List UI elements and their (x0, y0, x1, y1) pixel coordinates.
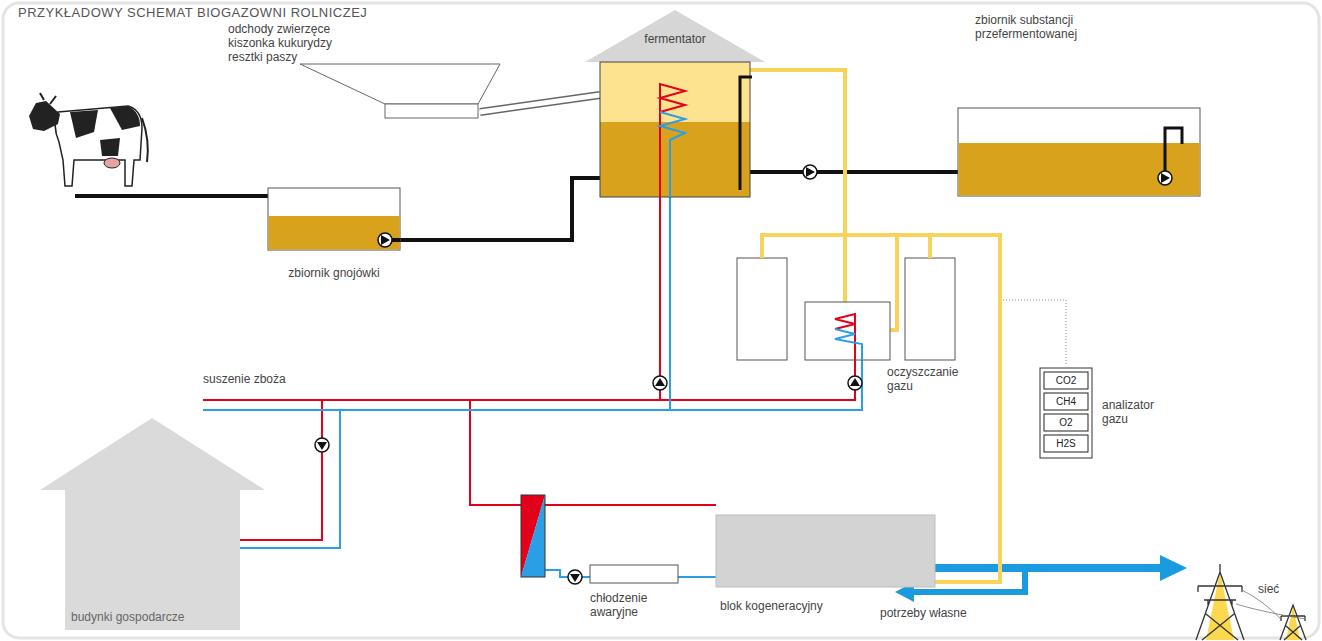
fermenter-tank-outline (600, 62, 750, 197)
connector-line (678, 576, 716, 578)
emergency-cooler-outline (590, 565, 678, 583)
feed-conveyor (480, 95, 600, 112)
node-label: zbiornik gnojówki (258, 266, 410, 280)
fermenter-tank: fermentator (600, 62, 750, 197)
node-label: odchody zwierzęce kiszonka kukurydzy res… (228, 22, 358, 64)
cow-illustration (29, 93, 148, 186)
analyzer-cell-label: O2 (1044, 415, 1088, 430)
manure-pipe (75, 194, 268, 198)
farm-building-outline (65, 490, 240, 630)
analyzer-cell: O2 (1044, 414, 1088, 431)
node-label: fermentator (590, 32, 760, 46)
line-label: suszenie zboża (203, 372, 343, 386)
connector-line (480, 95, 600, 112)
diagram-title: PRZYKŁADOWY SCHEMAT BIOGAZOWNI ROLNICZEJ (18, 6, 367, 20)
leader-line (1000, 300, 1066, 366)
digestate-tank: zbiornik substancji przefermentowanej (958, 108, 1200, 196)
feed-hopper: odchody zwierzęce kiszonka kukurydzy res… (300, 64, 480, 122)
cooling-pipe (678, 577, 716, 578)
frame (3, 3, 1319, 638)
analyzer-cell: CO2 (1044, 372, 1088, 389)
slurry-tank-outline (268, 188, 400, 250)
analyzer-cell: H2S (1044, 435, 1088, 452)
node-label: oczyszczanie gazu (887, 365, 972, 393)
digestate-tank-outline (958, 108, 1200, 196)
node-label: zbiornik substancji przefermentowanej (975, 13, 1125, 41)
analyzer-cell-label: H2S (1044, 436, 1088, 451)
farm-building: budynki gospodarcze (65, 490, 240, 630)
line-label: potrzeby własne (880, 606, 1000, 620)
analyzer-cell-label: CO2 (1044, 373, 1088, 388)
node-label: budynki gospodarcze (71, 610, 236, 624)
slurry-pipe (400, 178, 600, 240)
electricity-arrows (895, 555, 1187, 602)
feed-hopper-outline (300, 64, 480, 122)
slurry-tank: zbiornik gnojówki (268, 188, 400, 250)
chp-unit-outline (716, 515, 935, 587)
grid-label: sieć (1258, 582, 1298, 596)
analyzer-cell-label: CH4 (1044, 394, 1088, 409)
connector-line (750, 170, 958, 174)
digestate-pipe (750, 172, 958, 173)
gas-line (762, 235, 1000, 258)
node-label: chłodzenie awaryjne (590, 591, 672, 619)
heat-exchanger (521, 495, 545, 577)
chp-unit: blok kogeneracyjny (716, 515, 935, 587)
biogas-pipe (750, 70, 845, 302)
gas-analyzer: analizator gazuCO2CH4O2H2S (1040, 368, 1092, 458)
node-label: analizator gazu (1102, 398, 1177, 426)
connector-line (480, 95, 600, 112)
gas-cleaning-box: oczyszczanie gazu (805, 302, 890, 360)
emergency-cooler: chłodzenie awaryjne (590, 565, 678, 583)
power-pylons (1196, 564, 1306, 640)
gas-cleaning-box-outline (805, 302, 890, 360)
analyzer-cell: CH4 (1044, 393, 1088, 410)
connector-line (750, 70, 845, 302)
connector-line (400, 178, 600, 240)
